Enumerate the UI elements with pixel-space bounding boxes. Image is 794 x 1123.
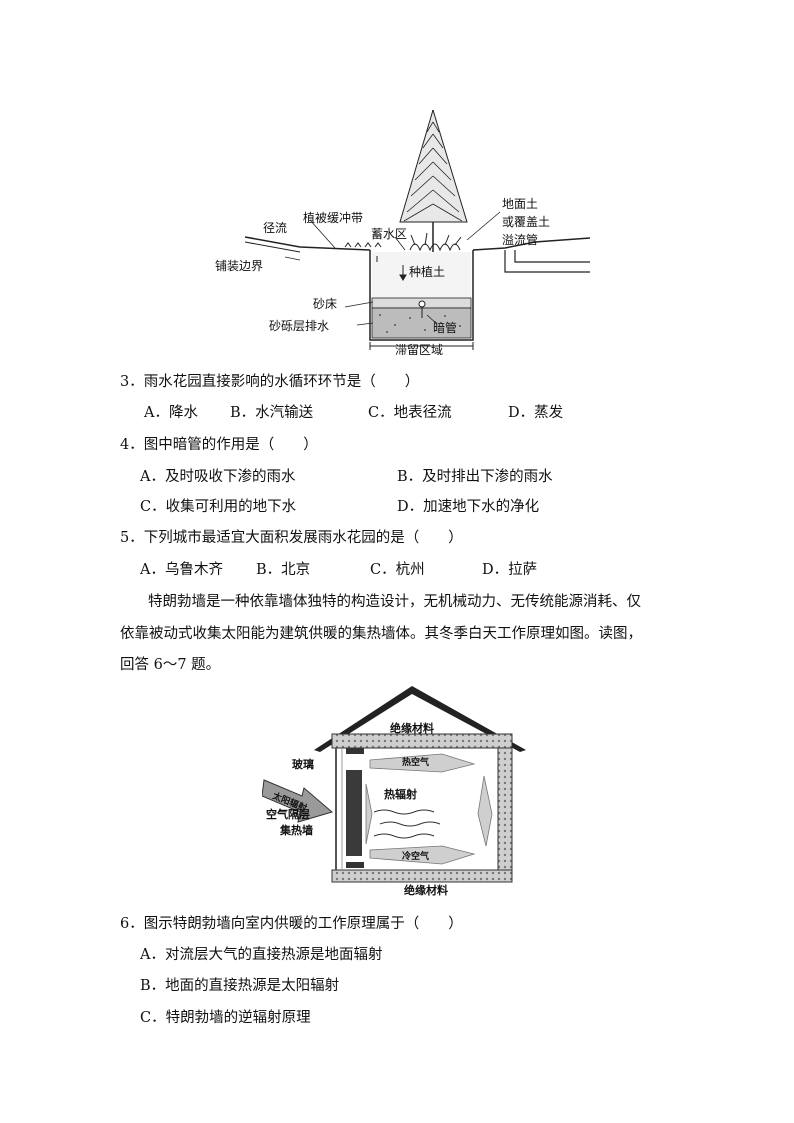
cold-air-arrow (369, 845, 476, 865)
q4-option-c: C．收集可利用的地下水 (140, 499, 297, 515)
label-cover: 或覆盖土 (502, 215, 550, 229)
label-air-layer: 空气隔层 (266, 807, 310, 821)
q6-option-a: A．对流层大气的直接热源是地面辐射 (140, 947, 383, 963)
q4-option-d: D．加速地下水的净化 (397, 499, 540, 515)
label-planting: 种植土 (409, 264, 445, 279)
question-4-stem: 4．图中暗管的作用是（ ） (120, 437, 318, 453)
question-6-stem: 6．图示特朗勃墙向室内供暖的工作原理属于（ ） (120, 916, 463, 932)
question-3-stem: 3．雨水花园直接影响的水循环环节是（ ） (120, 374, 420, 390)
q5-option-d: D．拉萨 (482, 562, 538, 578)
label-pipe: 暗管 (433, 320, 457, 335)
ground-profile (244, 236, 590, 341)
right-flow-arrow (477, 775, 493, 847)
heat-radiation-waves (373, 809, 441, 839)
label-gravel: 砂砾层排水 (269, 319, 329, 333)
drain-pipe-icon (418, 300, 426, 308)
intro-line-1: 特朗勃墙是一种依靠墙体独特的构造设计，无机械动力、无传统能源消耗、仅 (148, 594, 641, 610)
label-runoff: 径流 (263, 221, 287, 235)
q5-option-b: B．北京 (256, 562, 311, 578)
label-cold-air: 冷空气 (402, 850, 429, 862)
intro-line-2: 依靠被动式收集太阳能为建筑供暖的集热墙体。其冬季白天工作原理如图。读图， (120, 626, 642, 642)
label-topsoil: 地面土 (502, 197, 538, 211)
q5-option-a: A．乌鲁木齐 (140, 562, 223, 578)
label-insulation-bottom: 绝缘材料 (404, 883, 448, 896)
q4-option-b: B．及时排出下渗的雨水 (397, 469, 553, 485)
label-heat-wall: 集热墙 (279, 823, 313, 837)
q6-option-b: B．地面的直接热源是太阳辐射 (140, 978, 340, 994)
q3-option-b: B．水汽输送 (230, 405, 314, 421)
trombe-wall-diagram: 绝缘材料 绝缘材料 玻璃 太阳辐射 空气隔层 集热墙 热空气 冷空气 热辐射 (262, 686, 526, 896)
q6-option-c: C．特朗勃墙的逆辐射原理 (140, 1010, 311, 1026)
intro-line-3: 回答 6～7 题。 (120, 657, 221, 673)
tree-illustration (399, 110, 468, 260)
label-buffer: 植被缓冲带 (303, 210, 363, 225)
q3-option-c: C．地表径流 (368, 405, 452, 421)
label-hot-air: 热空气 (402, 756, 429, 768)
label-edge: 铺装边界 (215, 259, 263, 273)
rain-garden-diagram: 径流 植被缓冲带 蓄水区 地面土 或覆盖土 溢流管 铺装边界 种植土 砂床 砂砾… (215, 110, 590, 355)
label-glass: 玻璃 (292, 757, 314, 771)
label-storage: 蓄水区 (371, 227, 407, 241)
shrubs-illustration (344, 232, 462, 252)
label-heat-radiation: 热辐射 (384, 787, 417, 801)
q3-option-d: D．蒸发 (508, 405, 564, 421)
sunlight-arrow (262, 779, 334, 823)
hot-air-arrow (369, 753, 476, 773)
label-insulation-top: 绝缘材料 (390, 721, 434, 735)
heat-collecting-wall (346, 770, 362, 856)
label-sandbed: 砂床 (313, 297, 337, 311)
q5-option-c: C．杭州 (370, 562, 425, 578)
question-5-stem: 5．下列城市最适宜大面积发展雨水花园的是（ ） (120, 530, 463, 546)
label-overflow: 溢流管 (502, 232, 538, 247)
label-zone: 滞留区域 (395, 343, 443, 355)
q4-option-a: A．及时吸收下渗的雨水 (140, 469, 296, 485)
q3-option-a: A．降水 (144, 405, 198, 421)
